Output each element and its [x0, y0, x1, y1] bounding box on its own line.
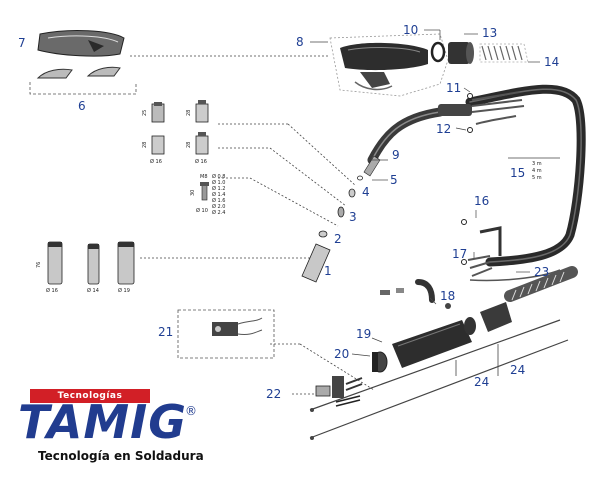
callout-7: 7 — [18, 36, 26, 50]
callout-numbers: 1 2 3 4 5 6 7 8 9 10 11 12 13 14 15 16 1… — [18, 23, 559, 401]
svg-text:Ø 0.8: Ø 0.8 — [212, 173, 225, 180]
callout-6: 6 — [78, 99, 86, 113]
callout-11: 11 — [446, 81, 461, 95]
svg-text:Ø 1.0: Ø 1.0 — [212, 179, 225, 186]
cable-length-labels: 3 m 4 m 5 m — [508, 157, 560, 181]
svg-text:4 m: 4 m — [532, 168, 542, 174]
callout-2: 2 — [334, 232, 342, 246]
logo-registered-mark: ® — [185, 404, 197, 418]
svg-text:Ø 14: Ø 14 — [87, 287, 99, 294]
callout-4: 4 — [362, 185, 370, 199]
callout-22: 22 — [266, 387, 281, 401]
svg-text:76: 76 — [36, 262, 42, 268]
contact-tip-block: M8 Ø 10 30 Ø 0.8 Ø 1.0 Ø 1.2 Ø 1.4 Ø 1.6… — [190, 173, 225, 216]
diffuser-dimensions: 25 28 28 28 Ø 16 Ø 16 — [142, 110, 207, 165]
svg-text:Ø 2.4: Ø 2.4 — [212, 209, 225, 216]
callout-10: 10 — [403, 23, 418, 37]
svg-text:28: 28 — [186, 110, 192, 116]
diffusers — [151, 100, 209, 155]
torch-handle — [329, 33, 449, 97]
callout-23: 23 — [534, 265, 549, 279]
svg-text:28: 28 — [142, 142, 148, 148]
euro-plug-22 — [292, 376, 363, 407]
callout-24-b: 24 — [510, 363, 525, 377]
svg-text:Ø 19: Ø 19 — [118, 287, 130, 294]
main-cable — [367, 84, 586, 282]
svg-text:30: 30 — [190, 190, 196, 196]
svg-text:Ø 16: Ø 16 — [195, 158, 207, 165]
callout-leaders — [310, 29, 540, 357]
liners-24 — [309, 319, 569, 440]
callout-21: 21 — [158, 325, 173, 339]
logo-banner: Tecnologías Agrupadas MIG — [30, 389, 150, 415]
callout-17: 17 — [452, 247, 467, 261]
handle-rings — [430, 41, 529, 64]
small-connectors — [461, 93, 517, 265]
svg-text:Ø 16: Ø 16 — [150, 158, 162, 165]
svg-text:M8: M8 — [200, 174, 208, 180]
rear-connector — [372, 266, 578, 373]
callout-3: 3 — [349, 210, 357, 224]
logo-wordmark: TAMIG — [18, 395, 188, 449]
nozzles: 76 Ø 16 Ø 14 Ø 19 — [36, 241, 135, 294]
svg-text:5 m: 5 m — [532, 175, 542, 181]
svg-text:28: 28 — [186, 142, 192, 148]
svg-text:3 m: 3 m — [532, 161, 542, 167]
callout-12: 12 — [436, 122, 451, 136]
callout-19: 19 — [356, 327, 371, 341]
logo-tagline: Tecnología en Soldadura — [38, 449, 204, 463]
callout-13: 13 — [482, 26, 497, 40]
trigger-clips-6 — [29, 66, 137, 95]
svg-text:Ø 16: Ø 16 — [46, 287, 58, 294]
svg-text:Ø 1.6: Ø 1.6 — [212, 197, 225, 204]
callout-18: 18 — [440, 289, 455, 303]
callout-20: 20 — [334, 347, 349, 361]
switch-assembly-21 — [177, 309, 375, 391]
svg-text:Ø 10: Ø 10 — [196, 207, 208, 214]
svg-text:Ø 1.4: Ø 1.4 — [212, 191, 225, 198]
svg-text:Ø 1.2: Ø 1.2 — [212, 185, 225, 192]
svg-text:Ø 2.0: Ø 2.0 — [212, 203, 225, 210]
callout-9: 9 — [392, 148, 400, 162]
handle-shell-7 — [37, 30, 125, 57]
callout-5: 5 — [390, 173, 398, 187]
callout-8: 8 — [296, 35, 304, 49]
callout-15: 15 — [510, 166, 525, 180]
svg-text:25: 25 — [142, 110, 148, 116]
callout-24-a: 24 — [474, 375, 489, 389]
callout-16: 16 — [474, 194, 489, 208]
front-consumables — [301, 155, 381, 283]
callout-1: 1 — [324, 264, 332, 278]
leader-lines — [130, 55, 357, 259]
callout-14: 14 — [544, 55, 559, 69]
